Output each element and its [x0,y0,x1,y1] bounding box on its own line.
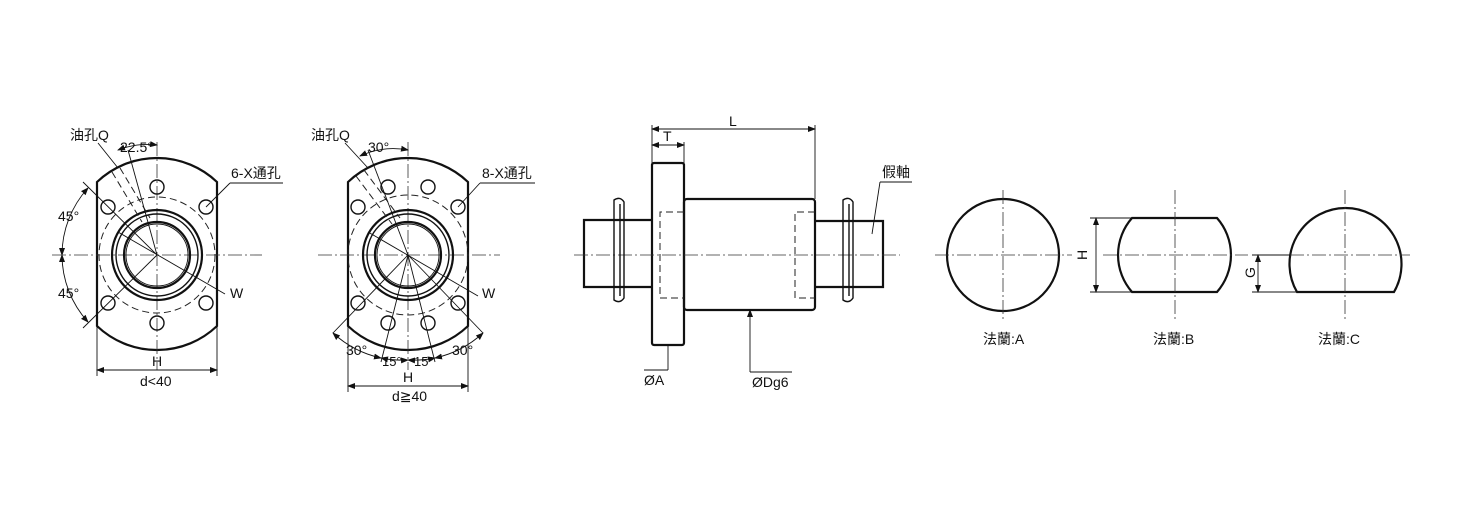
oil-hole-label: 油孔Q [311,127,350,143]
flange-view-large: 油孔Q 30° 8-X通孔 W 30° 30° 15° 15° H d≧40 [311,127,535,404]
flange-c-label: 法蘭:C [1318,331,1360,347]
snap-ring-left [613,197,625,303]
nut-outer-circle [361,208,455,302]
bolt-circle [98,196,216,314]
angle-15-right-label: 15° [414,354,434,369]
bolt-holes [100,179,214,331]
angle-30-right-label: 30° [452,342,473,358]
nut-inner-circle [115,213,199,297]
flange-type-a: 法蘭:A [935,190,1072,347]
w-label: W [482,285,496,301]
angle-22-5-label: 22.5° [120,139,153,155]
shaft-circle [373,220,443,290]
nut-outer-circle [110,208,204,302]
snap-ring-right [842,197,854,303]
flange-c-outline [1288,206,1403,294]
condition-label: d<40 [140,373,172,389]
flange-type-b: H 法蘭:B [1074,190,1248,347]
angle-15-left-label: 15° [382,354,402,369]
nut-inner-circle [366,213,450,297]
flange-b-outline [1117,216,1232,294]
dummy-shaft-label: 假軸 [882,164,910,180]
dummy-shaft-left [582,218,652,289]
flange-body [650,161,686,347]
side-view: T L 假軸 ØA ØDg6 [574,113,912,390]
l-label: L [729,113,737,129]
oil-hole-label: 油孔Q [70,127,109,143]
flange-b-h-label: H [1074,250,1090,260]
h-label: H [152,353,162,369]
flange-b-label: 法蘭:B [1153,331,1194,347]
dia-a-label: ØA [644,372,665,388]
angle-45-lower-label: 45° [58,285,79,301]
h-label: H [403,369,413,385]
angle-30-left-label: 30° [346,342,367,358]
shaft-circle [122,220,192,290]
flange-view-small: 油孔Q 22.5° 6-X通孔 45° 45° W H d<40 [52,127,283,389]
holes-label: 8-X通孔 [482,165,532,181]
angle-45-upper-label: 45° [58,208,79,224]
t-label: T [663,128,672,144]
bolt-holes [350,179,466,331]
holes-label: 6-X通孔 [231,165,281,181]
flange-type-c: G 法蘭:C [1242,190,1410,347]
w-label: W [230,285,244,301]
flange-a-label: 法蘭:A [983,331,1025,347]
dia-d-label: ØDg6 [752,374,789,390]
angle-30-top-label: 30° [368,139,389,155]
bolt-circle [347,194,469,316]
flange-c-g-label: G [1242,267,1258,278]
condition-label: d≧40 [392,388,427,404]
